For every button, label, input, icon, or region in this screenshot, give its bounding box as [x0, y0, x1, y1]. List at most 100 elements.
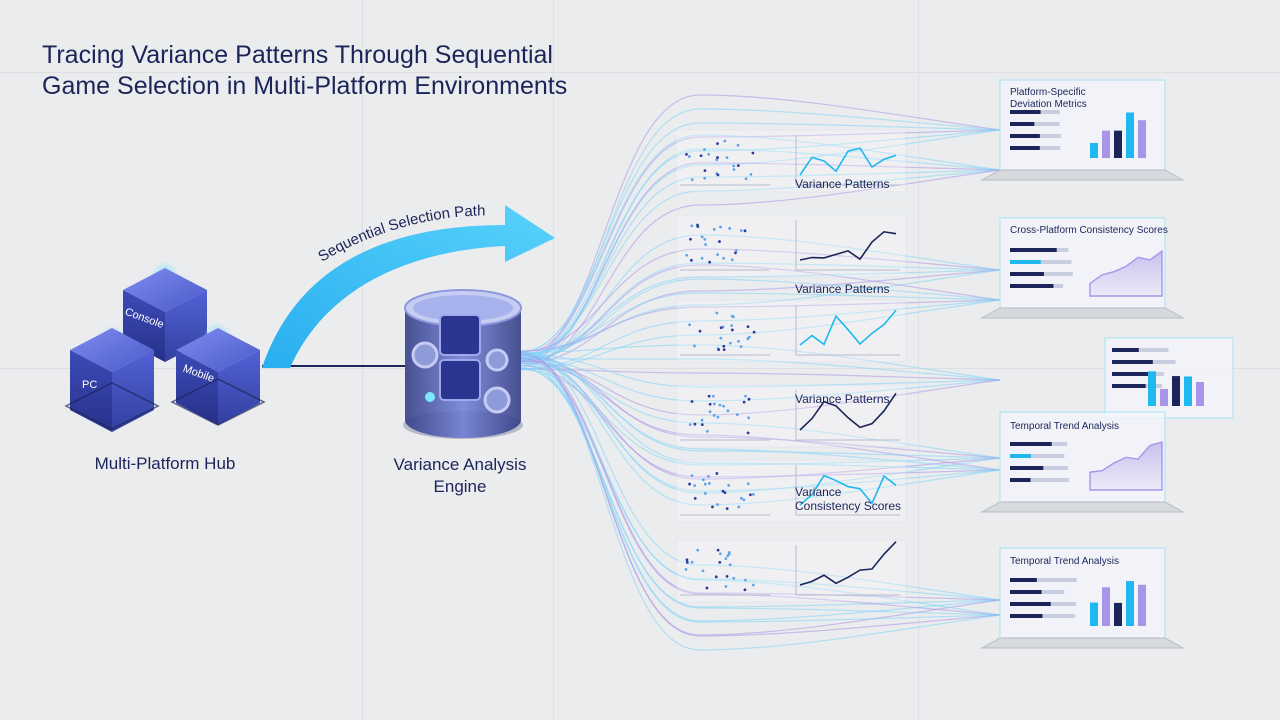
scatter-point — [707, 482, 711, 485]
scatter-point — [701, 569, 705, 573]
flow-line — [519, 269, 1001, 354]
scatter-point — [723, 491, 727, 495]
hbar — [1010, 284, 1054, 288]
scatter-point — [700, 418, 704, 422]
scatter-point — [696, 223, 699, 227]
scatter-point — [725, 507, 729, 510]
flow-lines — [519, 94, 1001, 651]
scatter-point — [711, 394, 715, 398]
scatter-point — [690, 560, 694, 564]
scatter-point — [716, 503, 719, 506]
scatter-point — [725, 575, 729, 578]
grid-line — [0, 72, 1280, 73]
scatter-point — [742, 400, 746, 404]
scatter-point — [684, 568, 688, 571]
middle-panel — [675, 299, 907, 363]
scatter-point — [708, 410, 712, 414]
scatter-point — [719, 336, 723, 340]
card-title-line-1: Platform-Specific — [1010, 87, 1086, 98]
scatter-point — [725, 156, 729, 160]
flow-line — [519, 356, 1001, 492]
flow-line — [519, 248, 1001, 353]
scatter-point — [708, 402, 712, 406]
flow-line — [519, 356, 1001, 471]
trend-line — [799, 147, 897, 176]
flow-line — [519, 357, 1001, 402]
scatter-point — [751, 492, 755, 496]
scatter-point — [690, 224, 694, 228]
scatter-point — [688, 323, 692, 327]
scatter-point — [703, 148, 706, 151]
flow-line — [519, 352, 1001, 459]
flow-line — [519, 299, 1001, 370]
scatter-point — [712, 413, 716, 417]
vbar — [1138, 120, 1146, 158]
scatter-point — [729, 341, 732, 345]
hbar — [1112, 360, 1153, 364]
panel-frame — [675, 539, 907, 603]
hbar — [1010, 578, 1037, 582]
middle-panel — [675, 459, 907, 523]
vbar — [1114, 130, 1122, 158]
scatter-point — [690, 474, 694, 478]
card-title: Cross-Platform Consistency Scores — [1010, 225, 1168, 236]
hbar — [1010, 614, 1043, 618]
scatter-point — [743, 229, 747, 233]
flow-line — [519, 356, 1001, 506]
flow-line — [519, 355, 1001, 459]
middle-panels — [675, 129, 907, 603]
trend-line — [799, 392, 897, 431]
hbar — [1010, 454, 1031, 458]
scatter-point — [744, 394, 747, 398]
scatter-point — [703, 169, 707, 173]
scatter-point — [712, 227, 716, 231]
hbar — [1010, 122, 1035, 126]
scatter-point — [703, 237, 707, 241]
chip-icon — [439, 359, 481, 401]
scatter-point — [732, 576, 736, 580]
scatter-point — [688, 423, 692, 427]
card-title-line-2: Deviation Metrics — [1010, 99, 1087, 110]
trend-line — [799, 309, 897, 346]
scatter-point — [723, 139, 727, 143]
engine-label: Variance Analysis Engine — [370, 454, 550, 498]
flow-line — [519, 278, 1001, 361]
scatter-point — [716, 548, 720, 552]
card-title: Temporal Trend Analysis — [1010, 556, 1119, 567]
scatter-point — [718, 240, 721, 243]
flow-line — [519, 353, 1001, 651]
flow-line — [519, 354, 1001, 636]
scatter-point — [719, 326, 723, 330]
flow-line — [519, 234, 1001, 364]
hbar — [1010, 602, 1051, 606]
scatter-point — [693, 496, 697, 500]
scatter-point — [711, 505, 714, 509]
scatter-point — [730, 258, 734, 262]
flow-line — [519, 134, 1001, 353]
scatter-point — [737, 505, 741, 509]
scatter-point — [747, 416, 750, 420]
title-line-2: Game Selection in Multi-Platform Environ… — [42, 72, 568, 100]
scatter-point — [749, 173, 753, 176]
scatter-point — [719, 225, 722, 229]
scatter-point — [717, 348, 721, 352]
flow-line — [519, 352, 1001, 637]
scatter-point — [739, 229, 743, 232]
flow-line — [519, 299, 1001, 370]
scatter-point — [722, 404, 725, 408]
card-title: Temporal Trend Analysis — [1010, 421, 1119, 432]
right-cards — [980, 79, 1234, 649]
scatter-point — [724, 585, 728, 588]
flow-line — [519, 292, 1001, 355]
area-chart — [1089, 249, 1163, 297]
result-card — [980, 79, 1185, 181]
scatter-point — [746, 337, 750, 341]
panel-label: Variance Patterns — [795, 282, 890, 296]
scatter-point — [693, 344, 696, 348]
flow-line — [519, 122, 1001, 353]
card-title: Platform-Specific Deviation Metrics — [1010, 87, 1087, 111]
vbar — [1184, 376, 1192, 406]
scatter-point — [748, 335, 751, 339]
scatter-point — [705, 429, 709, 433]
scatter-point — [698, 329, 702, 333]
